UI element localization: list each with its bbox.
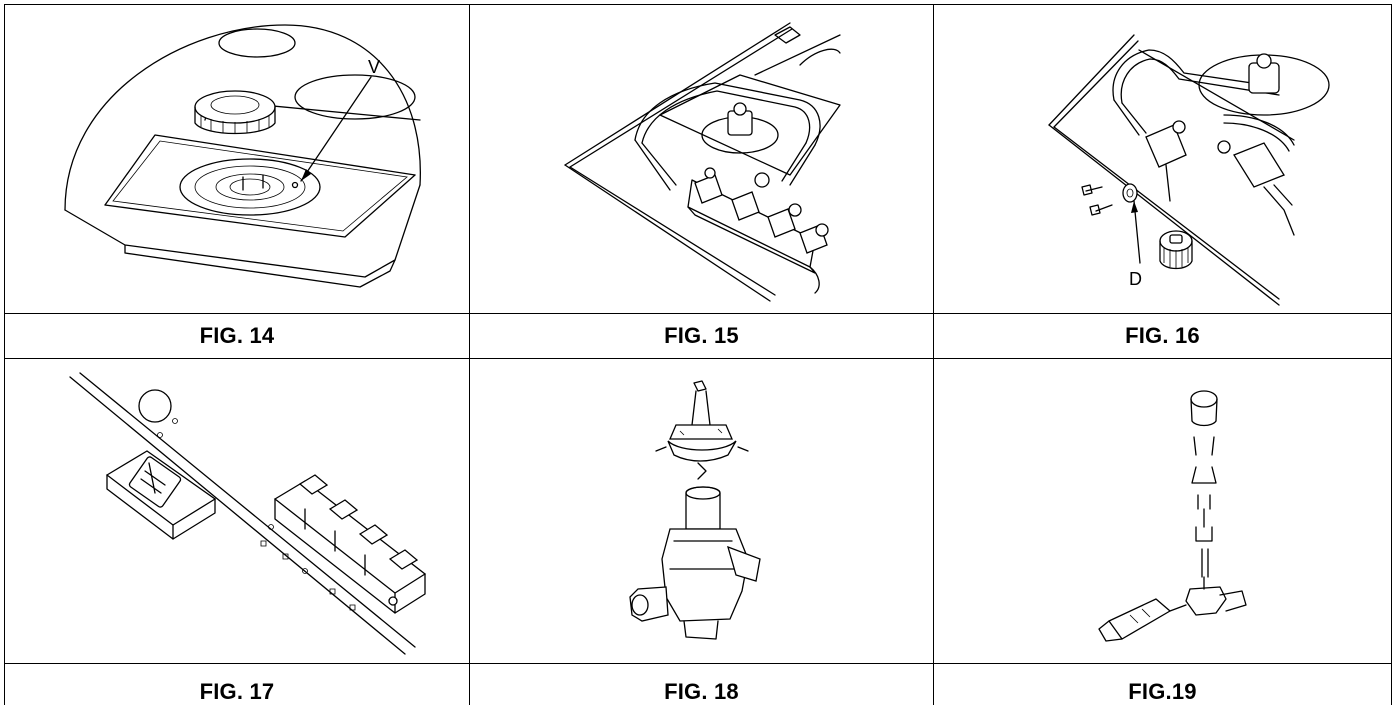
figure-14-drawing: V <box>5 5 471 315</box>
figure-19-panel <box>933 358 1392 664</box>
figure-18-caption-text: FIG. 18 <box>664 679 739 704</box>
figure-16-caption-text: FIG. 16 <box>1125 323 1200 348</box>
figure-14-caption: FIG. 14 <box>4 313 470 359</box>
figure-16-caption: FIG. 16 <box>933 313 1392 359</box>
figure-15-panel <box>469 4 934 314</box>
figure-17-caption-text: FIG. 17 <box>199 679 275 704</box>
figure-19-drawing <box>934 359 1393 665</box>
figure-16-callout: D <box>1129 269 1142 289</box>
figure-15-caption: FIG. 15 <box>469 313 934 359</box>
figure-16-drawing: D <box>934 5 1393 315</box>
figure-19-caption-text: FIG.19 <box>1128 679 1197 704</box>
figure-14-panel: V <box>4 4 470 314</box>
figure-14-callout: V <box>368 57 380 77</box>
figure-16-panel: D <box>933 4 1392 314</box>
figure-14-caption-text: FIG. 14 <box>199 323 275 348</box>
figure-17-drawing <box>5 359 471 665</box>
figure-19-caption: FIG.19 <box>933 663 1392 705</box>
figure-18-caption: FIG. 18 <box>469 663 934 705</box>
figure-15-drawing <box>470 5 935 315</box>
figure-17-caption: FIG. 17 <box>4 663 470 705</box>
figure-17-panel <box>4 358 470 664</box>
figure-15-caption-text: FIG. 15 <box>664 323 739 348</box>
figure-18-drawing <box>470 359 935 665</box>
figure-18-panel <box>469 358 934 664</box>
